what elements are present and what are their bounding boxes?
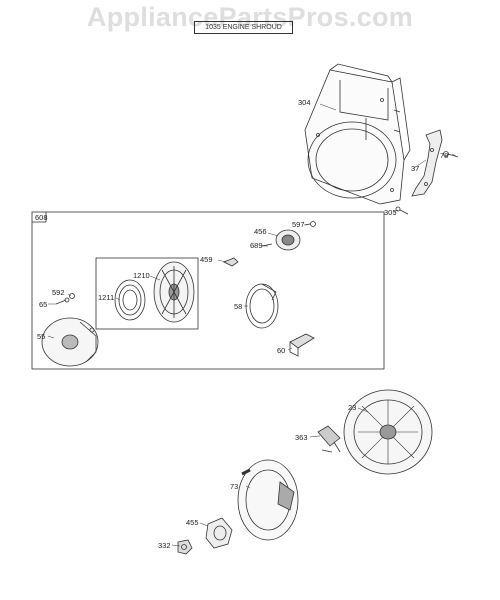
callout-455: 455 (186, 518, 199, 527)
callout-304: 304 (298, 98, 311, 107)
callout-608: 608 (35, 213, 48, 222)
screen-73-part[interactable] (237, 459, 299, 541)
screw-305-part[interactable] (395, 206, 409, 215)
screw-65-part[interactable] (55, 297, 70, 305)
callout-332: 332 (158, 541, 171, 550)
starter-housing-55-part[interactable] (41, 317, 99, 367)
nut-332-part[interactable] (177, 539, 193, 555)
rewind-starter-kit-box (31, 211, 385, 370)
callout-1210: 1210 (133, 271, 150, 280)
callout-363: 363 (295, 433, 308, 442)
callout-459: 459 (200, 255, 213, 264)
clutch-363-part[interactable] (317, 425, 341, 453)
callout-23: 23 (348, 403, 356, 412)
watermark: AppliancePartsPros.com (86, 2, 414, 32)
callout-305: 305 (384, 208, 397, 217)
cup-455-part[interactable] (205, 517, 233, 549)
pin-689-part[interactable] (261, 243, 273, 247)
screw-597-part[interactable] (304, 221, 316, 227)
blower-housing-part[interactable] (304, 63, 411, 205)
callout-73: 73 (230, 482, 238, 491)
spring-1211-part[interactable] (114, 279, 146, 321)
bracket-part[interactable] (411, 129, 443, 197)
callout-456: 456 (254, 227, 267, 236)
pulley-1210-part[interactable] (153, 261, 195, 323)
spring-592-part[interactable] (69, 293, 75, 299)
screw-78-part[interactable] (443, 151, 459, 158)
pulley-spring-box (95, 257, 199, 330)
rope-58-part[interactable] (245, 283, 279, 329)
callout-65: 65 (39, 300, 47, 309)
callout-58: 58 (234, 302, 242, 311)
callout-60: 60 (277, 346, 285, 355)
callout-597: 597 (292, 220, 305, 229)
flywheel-23-part[interactable] (343, 389, 433, 475)
cap-456-part[interactable] (275, 229, 301, 251)
callout-55: 55 (37, 332, 45, 341)
callout-37: 37 (411, 164, 419, 173)
pawl-459-part[interactable] (223, 257, 239, 267)
handle-60-part[interactable] (289, 333, 315, 357)
callout-592: 592 (52, 288, 65, 297)
callout-78: 78 (440, 151, 448, 160)
diagram-title: 1035 ENGINE SHROUD (194, 21, 293, 34)
callout-689: 689 (250, 241, 263, 250)
callout-1211: 1211 (98, 293, 114, 302)
